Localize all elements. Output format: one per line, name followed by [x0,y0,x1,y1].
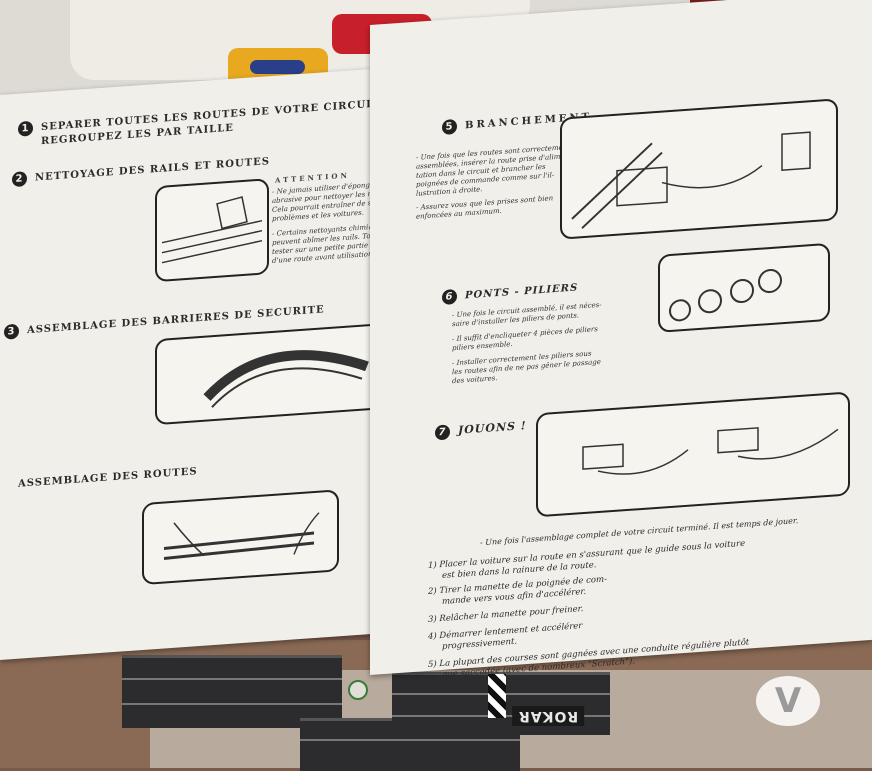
step-number: 7 [435,424,450,441]
safety-barrier-illustration [155,322,397,426]
step-number: 1 [18,120,33,137]
watermark-logo: V [756,676,820,726]
step-4-title: ASSEMBLAGE DES ROUTES [18,466,198,490]
track-brand-label: ROKAR [512,706,585,726]
step-number: 2 [12,171,27,188]
step-5-notes: - Une fois que les routes sont correctem… [416,143,572,221]
controller-plug-drawing [571,131,811,229]
rail-cleaning-illustration [155,178,269,283]
pillar-pieces-drawing [669,268,782,322]
checkered-start-line [488,674,506,718]
play-intro: - Une fois l'assemblage complet de votre… [480,516,799,548]
step-6-notes: - Une fois le circuit assemblé, il est n… [452,300,602,386]
curved-barrier-drawing [203,350,369,408]
play-instructions: 1) Placer la voiture sur la route en s'a… [428,538,750,680]
road-assembly-illustration [142,489,339,586]
bridge-pillars-illustration [658,242,830,333]
step-number: 3 [4,323,19,340]
track-wipe-drawing [161,196,263,264]
power-connection-illustration [560,98,838,240]
step-number: 6 [442,288,457,305]
step-number: 5 [442,118,457,135]
hands-joining-tracks-drawing [163,512,320,561]
blue-car-stripe [250,60,305,74]
playing-illustration [536,391,850,518]
hands-with-controllers-drawing [582,427,839,475]
track-piece [122,655,342,728]
green-token [348,680,368,700]
